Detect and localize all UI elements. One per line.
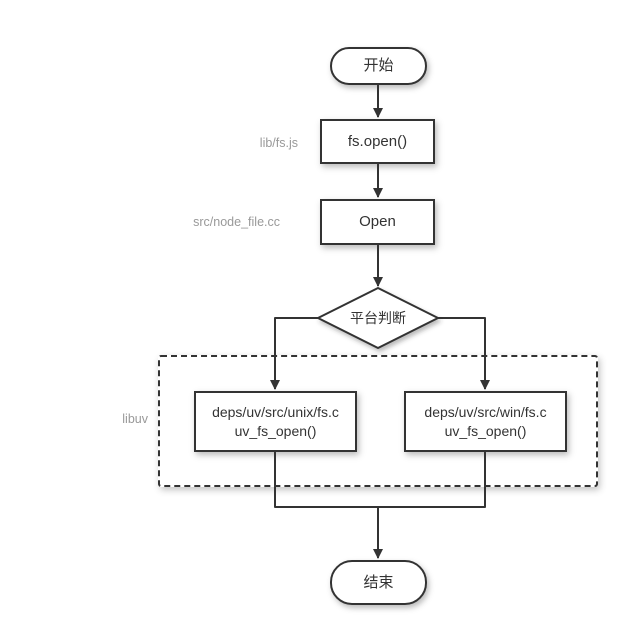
- decision-label-text: 平台判断: [350, 310, 406, 326]
- arrow-decision-to-unix: [270, 317, 318, 390]
- unix-node-line1: deps/uv/src/unix/fs.c: [212, 404, 339, 421]
- annotation-libuv: libuv: [122, 412, 148, 426]
- open-process-node: Open: [320, 199, 435, 245]
- annotation-src-node-file-cc: src/node_file.cc: [193, 215, 280, 229]
- decision-node-label: 平台判断: [318, 288, 438, 348]
- win-node-line2: uv_fs_open(): [444, 422, 527, 439]
- win-process-node: deps/uv/src/win/fs.c uv_fs_open(): [404, 391, 567, 452]
- start-node: 开始: [330, 47, 427, 85]
- fsopen-node-label: fs.open(): [347, 132, 408, 150]
- connector-merge: [274, 452, 486, 508]
- win-node-line1: deps/uv/src/win/fs.c: [424, 404, 547, 421]
- unix-process-node: deps/uv/src/unix/fs.c uv_fs_open(): [194, 391, 357, 452]
- arrow-decision-to-win: [438, 317, 490, 390]
- unix-node-line2: uv_fs_open(): [234, 422, 317, 439]
- fsopen-process-node: fs.open(): [320, 119, 435, 164]
- start-node-label: 开始: [363, 57, 394, 75]
- annotation-lib-fs-js: lib/fs.js: [259, 136, 298, 150]
- decision-diamond-shape: [317, 287, 439, 349]
- end-node-label: 结束: [363, 573, 394, 591]
- open-node-label: Open: [359, 213, 396, 231]
- end-node: 结束: [330, 560, 427, 605]
